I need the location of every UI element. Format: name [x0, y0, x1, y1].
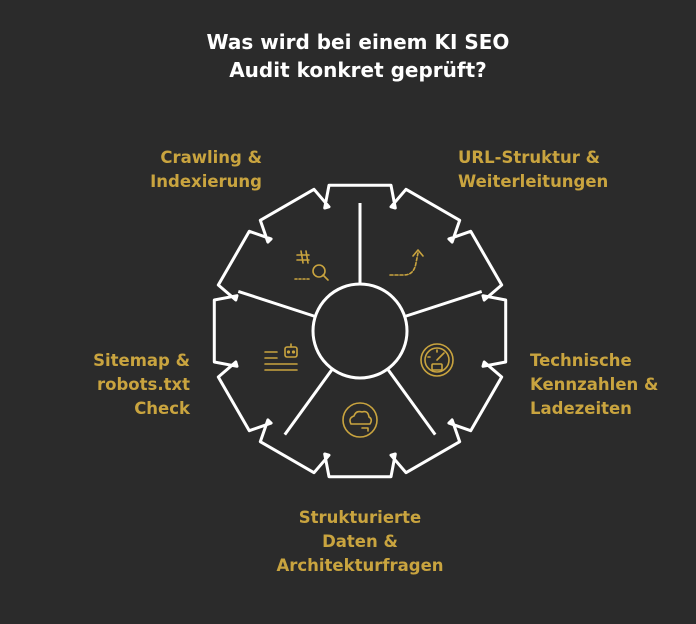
segment-divider [237, 289, 316, 318]
segment-divider [283, 368, 334, 436]
segment-divider [386, 368, 437, 436]
label-technical: Technische Kennzahlen & Ladezeiten [530, 349, 658, 421]
crawl-search-icon [294, 250, 329, 281]
label-sitemap-line: Sitemap & [93, 351, 190, 370]
label-url: URL-Struktur & Weiterleitungen [458, 146, 608, 194]
diagram-title: Was wird bei einem KI SEO Audit konkret … [0, 28, 696, 84]
label-url-line: URL-Struktur & [458, 148, 600, 167]
title-line-1: Was wird bei einem KI SEO [206, 30, 510, 54]
label-crawling: Crawling & Indexierung [150, 146, 262, 194]
label-technical-line: Technische [530, 351, 632, 370]
label-structured: Strukturierte Daten & Architekturfragen [255, 506, 465, 578]
label-technical-line: Kennzahlen & [530, 375, 659, 394]
cloud-data-icon [342, 402, 378, 438]
speedometer-icon [420, 343, 454, 377]
label-technical-line: Ladezeiten [530, 399, 632, 418]
gear [212, 183, 508, 479]
segment-divider [404, 289, 483, 318]
label-structured-line: Strukturierte [298, 508, 422, 527]
title-line-2: Audit konkret geprüft? [229, 58, 487, 82]
label-sitemap-line: robots.txt [96, 375, 190, 394]
label-structured-line: Daten & [322, 532, 398, 551]
label-sitemap-line: Check [134, 399, 190, 418]
sitemap-robot-icon [264, 343, 298, 371]
label-crawling-line: Crawling & [160, 148, 262, 167]
label-sitemap: Sitemap & robots.txt Check [93, 349, 190, 421]
label-structured-line: Architekturfragen [276, 556, 444, 575]
redirect-arrow-icon [389, 249, 424, 276]
label-crawling-line: Indexierung [150, 172, 262, 191]
label-url-line: Weiterleitungen [458, 172, 609, 191]
gear-hub [311, 282, 409, 380]
